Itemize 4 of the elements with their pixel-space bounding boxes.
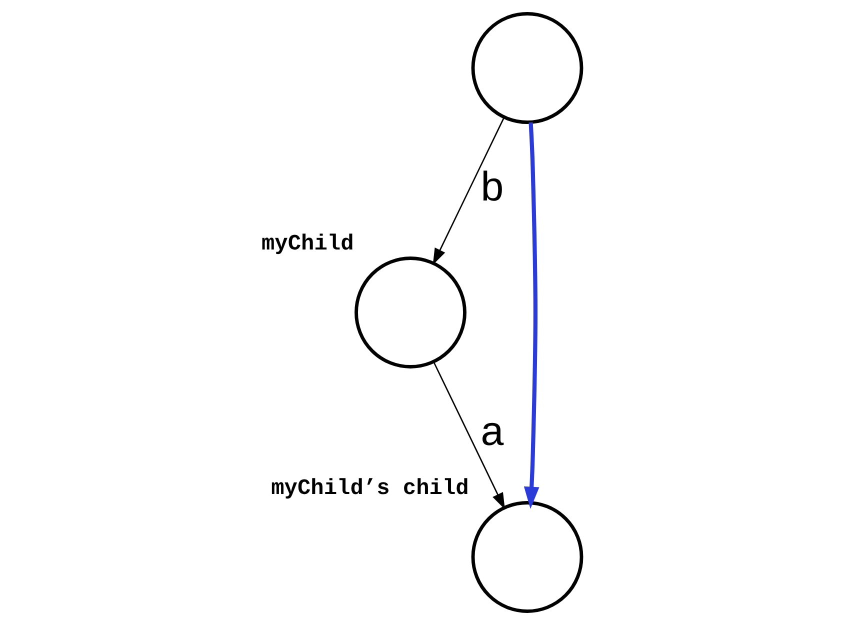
edge-label: a (480, 408, 504, 454)
node-label: myChild’s child (271, 476, 469, 502)
node-label: myChild (261, 232, 354, 257)
edge-label: b (480, 164, 504, 210)
